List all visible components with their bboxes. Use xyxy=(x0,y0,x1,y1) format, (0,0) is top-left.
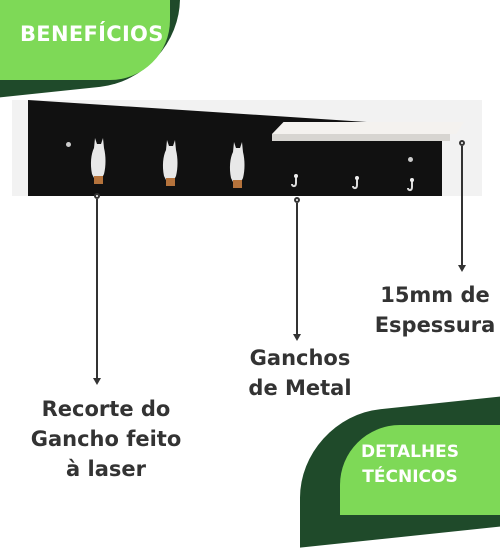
badge-beneficios-label: BENEFÍCIOS xyxy=(20,22,164,46)
hooks-label-line2: de Metal xyxy=(248,376,352,400)
hooks-callout-line xyxy=(296,203,298,335)
screw-icon xyxy=(66,142,71,147)
thickness-label-line2: Espessura xyxy=(374,313,496,337)
thickness-callout-dot xyxy=(459,140,465,146)
cat-hook-icon xyxy=(229,142,245,188)
thickness-label: 15mm de Espessura xyxy=(370,280,500,340)
hooks-label-line1: Ganchos xyxy=(249,346,351,370)
metal-hook-icon xyxy=(352,176,359,190)
cat-hook-icon xyxy=(162,140,178,186)
laser-callout-arrow xyxy=(93,378,101,385)
hooks-label: Ganchos de Metal xyxy=(236,343,364,403)
laser-label: Recorte do Gancho feito à laser xyxy=(20,394,192,484)
laser-label-line2: Gancho feito xyxy=(30,427,182,451)
metal-hook-icon xyxy=(407,178,414,192)
laser-callout-dot xyxy=(94,193,100,199)
product-shelf xyxy=(272,122,464,134)
laser-label-line1: Recorte do xyxy=(41,397,171,421)
thickness-callout-arrow xyxy=(458,265,466,272)
badge-detalhes-line2: TÉCNICOS xyxy=(362,467,458,487)
cat-hook-icon xyxy=(90,138,106,184)
laser-label-line3: à laser xyxy=(66,457,146,481)
thickness-callout-line xyxy=(461,146,463,266)
badge-detalhes-tecnicos-label: DETALHES TÉCNICOS xyxy=(354,440,466,490)
laser-callout-line xyxy=(96,199,98,379)
badge-detalhes-line1: DETALHES xyxy=(360,442,460,462)
product-shelf-edge xyxy=(272,134,450,141)
hooks-callout-dot xyxy=(294,197,300,203)
hooks-callout-arrow xyxy=(293,334,301,341)
metal-hook-icon xyxy=(291,174,298,188)
thickness-label-line1: 15mm de xyxy=(380,283,490,307)
badge-top-left xyxy=(0,0,170,80)
screw-icon xyxy=(408,157,413,162)
